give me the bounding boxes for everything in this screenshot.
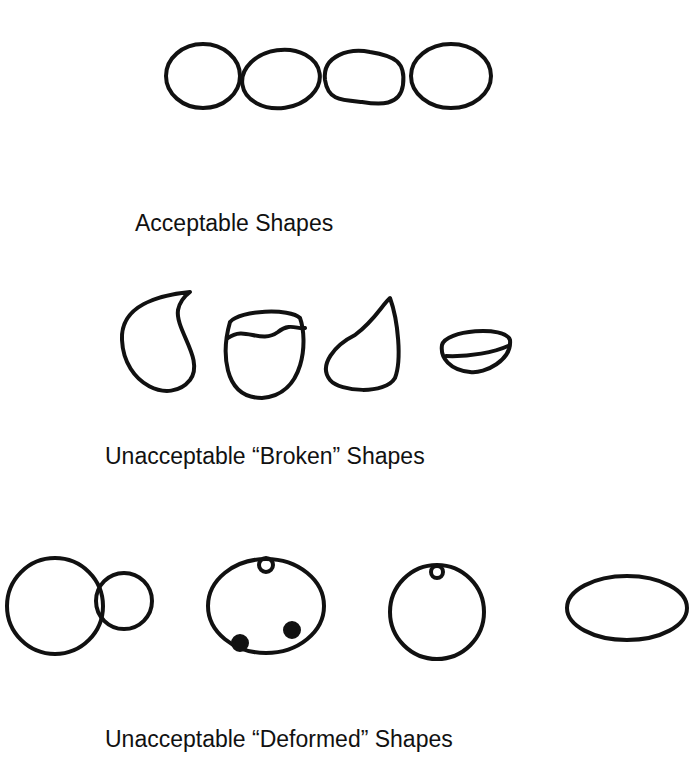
deformed-flat (567, 576, 687, 640)
deformed-knobby (208, 559, 324, 653)
deformed-double (96, 573, 152, 629)
row-caption: Acceptable Shapes (135, 210, 333, 237)
knob (233, 636, 247, 650)
broken-edge (228, 327, 305, 338)
row-caption: Unacceptable “Broken” Shapes (105, 443, 425, 470)
acceptable-oval (411, 44, 491, 108)
deformed-double (7, 558, 103, 654)
knob (259, 558, 273, 572)
deformed-knobby (390, 565, 484, 659)
broken-half (442, 331, 510, 372)
acceptable-round (166, 44, 240, 108)
broken-edge (446, 346, 508, 356)
knob (431, 566, 443, 578)
broken-fragment (326, 298, 399, 390)
acceptable-oval (238, 45, 323, 113)
row-caption: Unacceptable “Deformed” Shapes (105, 726, 453, 753)
broken-fragment (122, 292, 194, 391)
knob (285, 623, 299, 637)
broken-cap (226, 312, 304, 398)
acceptable-bean (325, 51, 404, 104)
